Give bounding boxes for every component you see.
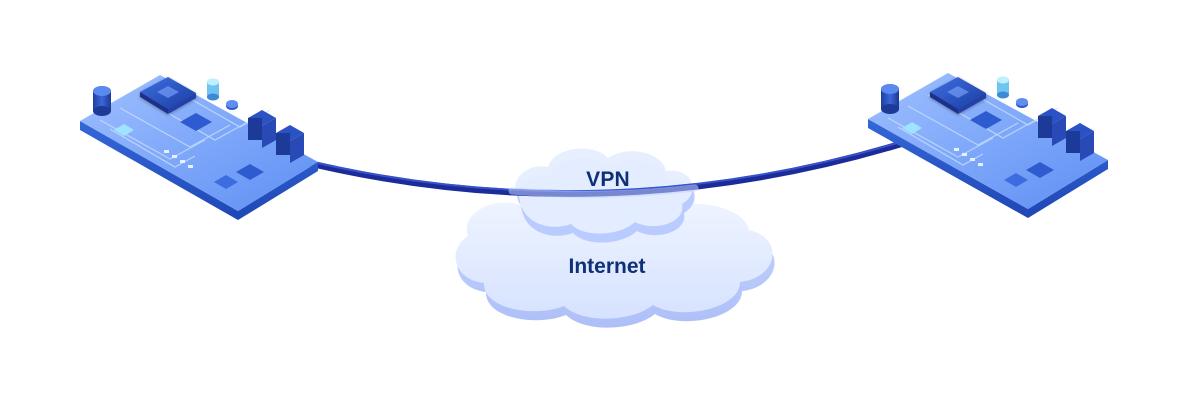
vpn-label: VPN: [586, 168, 630, 191]
circuit-board-left: [80, 75, 318, 220]
internet-label: Internet: [568, 255, 646, 278]
vpn-tunnel: [292, 139, 908, 198]
circuit-board-right: [868, 73, 1108, 218]
